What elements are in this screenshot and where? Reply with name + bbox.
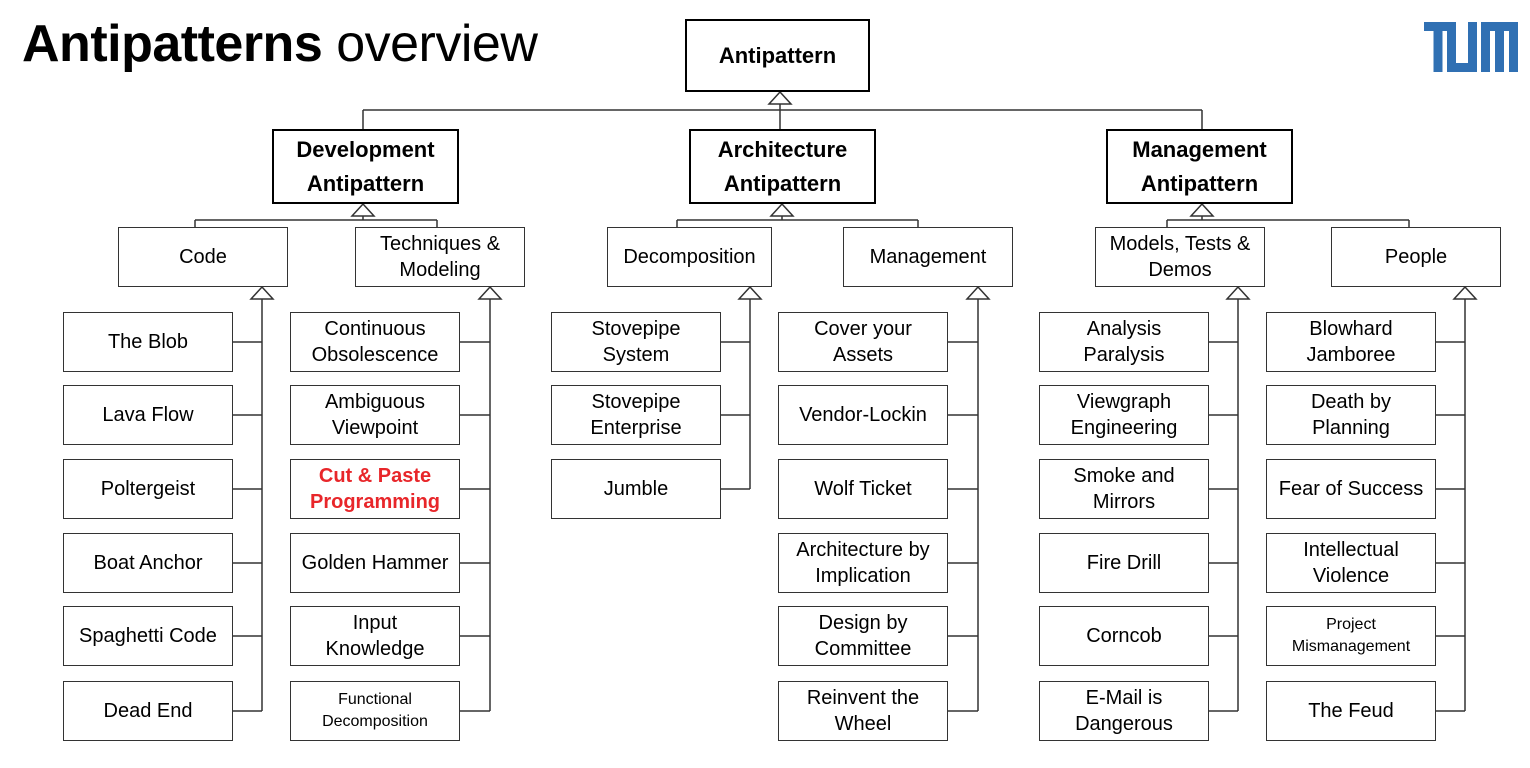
category-development: Development Antipattern [272, 129, 459, 204]
item-input-knowledge: Input Knowledge [290, 606, 460, 666]
item-reinvent-the-wheel: Reinvent the Wheel [778, 681, 948, 741]
item-analysis-paralysis: Analysis Paralysis [1039, 312, 1209, 372]
item-continuous-obsolescence: Continuous Obsolescence [290, 312, 460, 372]
item-vendor-lockin: Vendor-Lockin [778, 385, 948, 445]
item-stovepipe-enterprise: Stovepipe Enterprise [551, 385, 721, 445]
item-poltergeist: Poltergeist [63, 459, 233, 519]
group-models-tests-demos: Models, Tests & Demos [1095, 227, 1265, 287]
item-fear-of-success: Fear of Success [1266, 459, 1436, 519]
item-wolf-ticket: Wolf Ticket [778, 459, 948, 519]
item-golden-hammer: Golden Hammer [290, 533, 460, 593]
page-title: Antipatterns overview [22, 12, 538, 76]
group-code: Code [118, 227, 288, 287]
item-viewgraph-engineering: Viewgraph Engineering [1039, 385, 1209, 445]
item-dead-end: Dead End [63, 681, 233, 741]
category-management: Management Antipattern [1106, 129, 1293, 204]
item-design-by-committee: Design by Committee [778, 606, 948, 666]
item-smoke-and-mirrors: Smoke and Mirrors [1039, 459, 1209, 519]
item-lava-flow: Lava Flow [63, 385, 233, 445]
page-title-bold: Antipatterns [22, 15, 323, 73]
group-decomposition: Decomposition [607, 227, 772, 287]
item-jumble: Jumble [551, 459, 721, 519]
page-title-rest: overview [322, 15, 538, 73]
item-functional-decomposition: Functional Decomposition [290, 681, 460, 741]
item-project-mismanagement: Project Mismanagement [1266, 606, 1436, 666]
item-the-feud: The Feud [1266, 681, 1436, 741]
group-management: Management [843, 227, 1013, 287]
item-cut-paste-programming: Cut & Paste Programming [290, 459, 460, 519]
root-antipattern-box: Antipattern [685, 19, 870, 92]
item-blowhard-jamboree: Blowhard Jamboree [1266, 312, 1436, 372]
item-email-is-dangerous: E-Mail is Dangerous [1039, 681, 1209, 741]
group-techniques-modeling: Techniques & Modeling [355, 227, 525, 287]
item-cover-your-assets: Cover your Assets [778, 312, 948, 372]
tum-logo-icon [1424, 22, 1518, 72]
item-intellectual-violence: Intellectual Violence [1266, 533, 1436, 593]
item-death-by-planning: Death by Planning [1266, 385, 1436, 445]
item-stovepipe-system: Stovepipe System [551, 312, 721, 372]
item-spaghetti-code: Spaghetti Code [63, 606, 233, 666]
item-corncob: Corncob [1039, 606, 1209, 666]
group-people: People [1331, 227, 1501, 287]
item-fire-drill: Fire Drill [1039, 533, 1209, 593]
item-the-blob: The Blob [63, 312, 233, 372]
category-architecture: Architecture Antipattern [689, 129, 876, 204]
item-ambiguous-viewpoint: Ambiguous Viewpoint [290, 385, 460, 445]
item-architecture-by-implication: Architecture by Implication [778, 533, 948, 593]
item-boat-anchor: Boat Anchor [63, 533, 233, 593]
